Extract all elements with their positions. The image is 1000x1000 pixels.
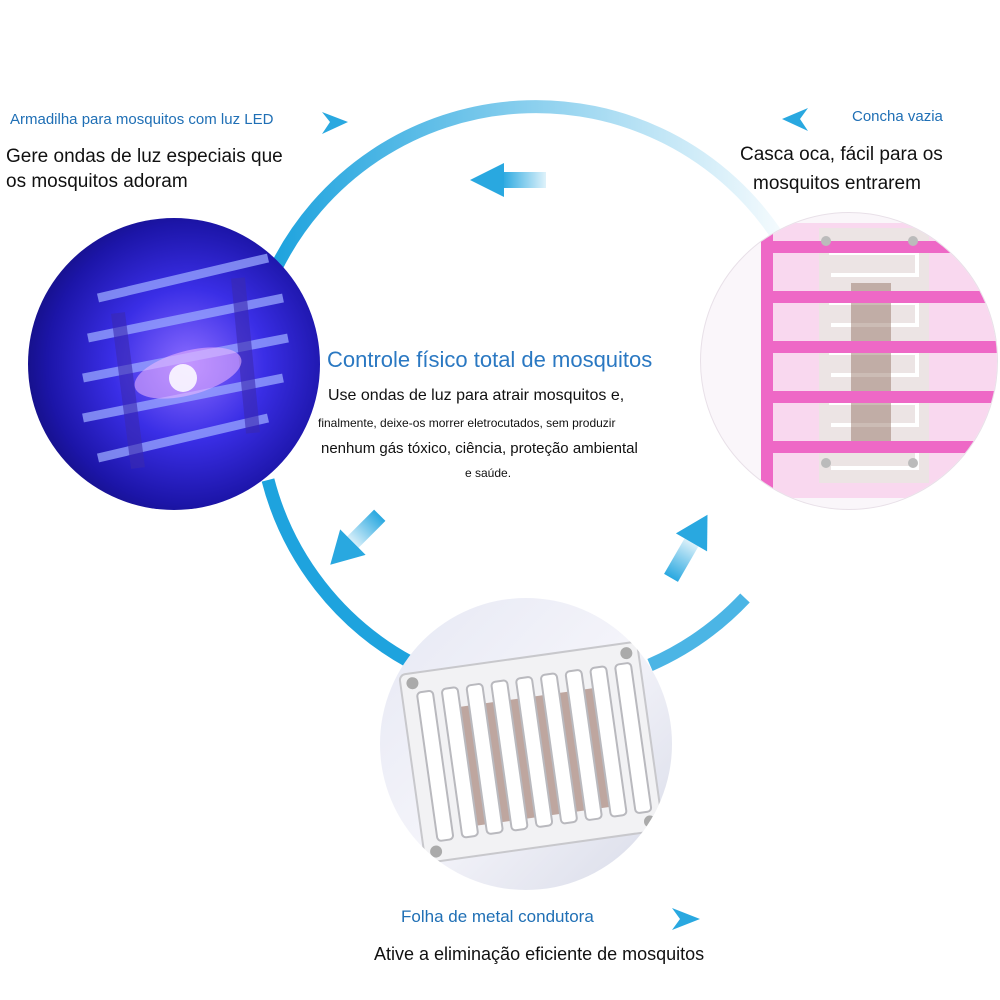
flow-arrow-up-right: [664, 514, 708, 582]
flow-arrow-down-left: [330, 509, 386, 565]
empty-shell-label: Concha vazia: [852, 108, 943, 125]
empty-shell-heading-line2: mosquitos entrarem: [753, 173, 921, 194]
empty-shell-heading-line1: Casca oca, fácil para os: [740, 144, 943, 165]
label-pointer-top-right: [782, 108, 808, 131]
led-trap-label: Armadilha para mosquitos com luz LED: [10, 111, 274, 128]
metal-sheet-heading: Ative a eliminação eficiente de mosquito…: [374, 944, 705, 964]
ring-arc-top: [269, 100, 786, 273]
center-title: Controle físico total de mosquitos: [327, 347, 653, 372]
led-trap-heading-line2: os mosquitos adoram: [6, 171, 188, 192]
center-line-4: e saúde.: [465, 466, 512, 480]
ring-arc-right: [647, 593, 750, 671]
center-line-1: Use ondas de luz para atrair mosquitos e…: [328, 387, 625, 404]
flow-arrow-top: [470, 163, 546, 197]
led-trap-heading-line1: Gere ondas de luz especiais que: [6, 146, 283, 167]
pink-shell-photo: [700, 212, 998, 510]
metal-grid-icon: [398, 641, 664, 864]
ring-arc-left: [261, 478, 414, 668]
led-coil-icon: [82, 253, 289, 469]
metal-sheet-label: Folha de metal condutora: [401, 907, 594, 926]
label-pointer-top-left: [322, 112, 348, 134]
pink-cage-icon: [761, 221, 997, 498]
center-line-2: finalmente, deixe-os morrer eletrocutado…: [318, 416, 616, 430]
led-light-photo: [28, 218, 320, 510]
label-pointer-bottom: [672, 908, 700, 930]
center-line-3: nenhum gás tóxico, ciência, proteção amb…: [321, 440, 638, 457]
metal-sheet-photo: [380, 598, 672, 890]
